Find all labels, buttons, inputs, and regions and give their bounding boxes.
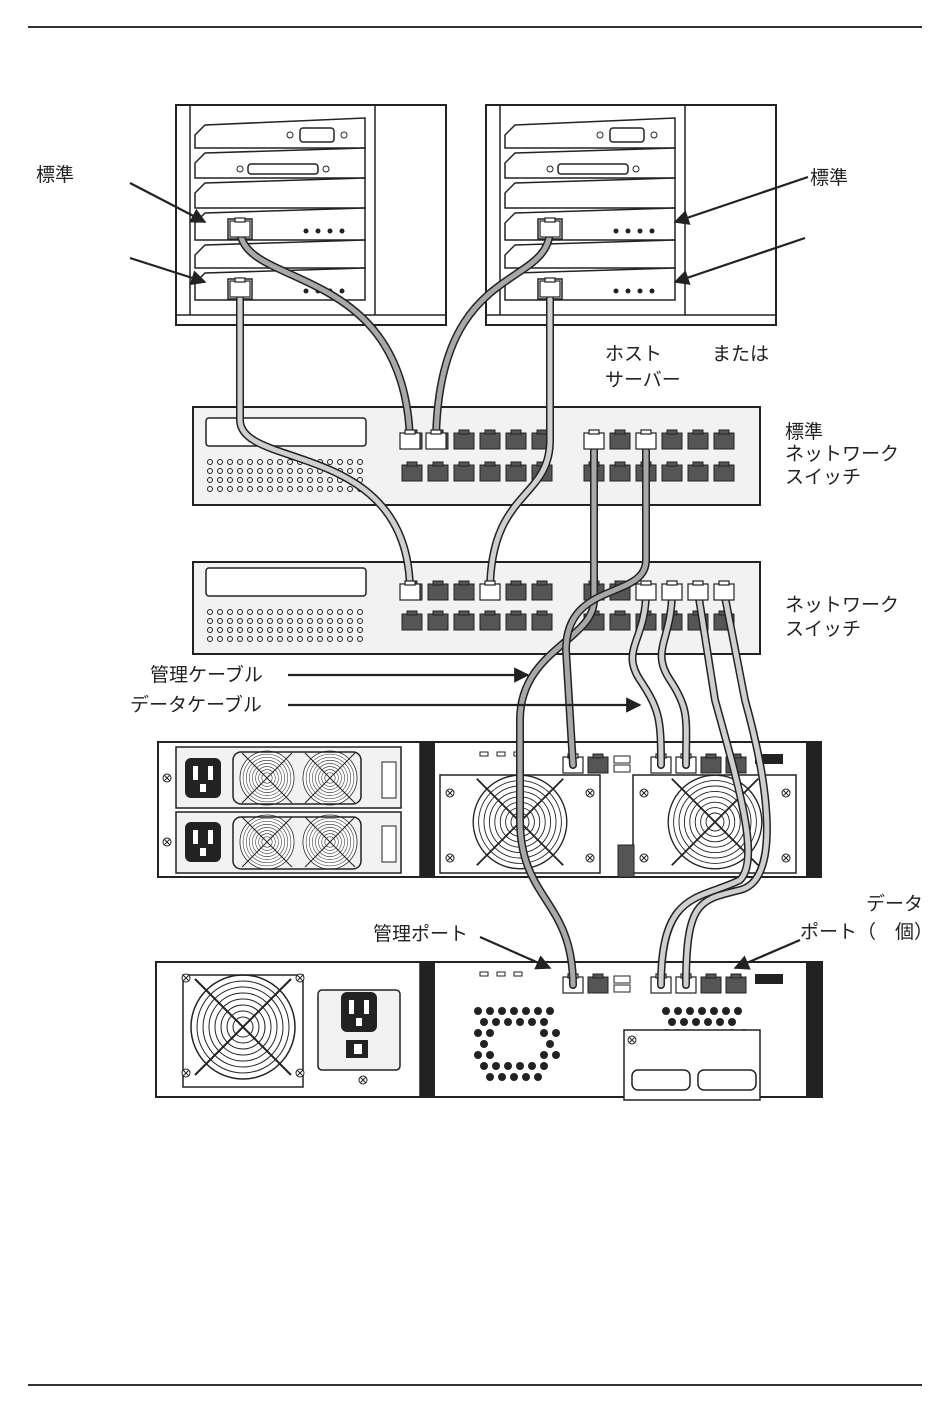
- label-std-switch-1: 標準: [785, 420, 823, 444]
- label-standard-left: 標準: [36, 163, 74, 187]
- label-host-server-1: ホスト: [605, 342, 662, 366]
- label-data-port-2: ポート（ 個）: [800, 920, 933, 944]
- label-standard-right: 標準: [810, 166, 848, 190]
- storage-unit-lower: [156, 962, 822, 1100]
- label-std-switch-2: ネットワーク: [785, 442, 899, 466]
- standard-network-switch: [193, 407, 760, 505]
- label-mgmt-cable: 管理ケーブル: [150, 663, 263, 687]
- label-host-server-2: サーバー: [605, 368, 681, 392]
- storage-unit-upper: [158, 742, 821, 877]
- label-or: または: [712, 342, 769, 366]
- host-server-left: [176, 105, 446, 325]
- label-net-switch-1: ネットワーク: [785, 593, 899, 617]
- label-data-port-1: データ: [866, 892, 923, 916]
- label-std-switch-3: スイッチ: [785, 465, 861, 489]
- label-mgmt-port: 管理ポート: [373, 922, 468, 946]
- label-net-switch-2: スイッチ: [785, 617, 861, 641]
- label-data-cable: データケーブル: [130, 693, 262, 717]
- host-server-right: [486, 105, 776, 325]
